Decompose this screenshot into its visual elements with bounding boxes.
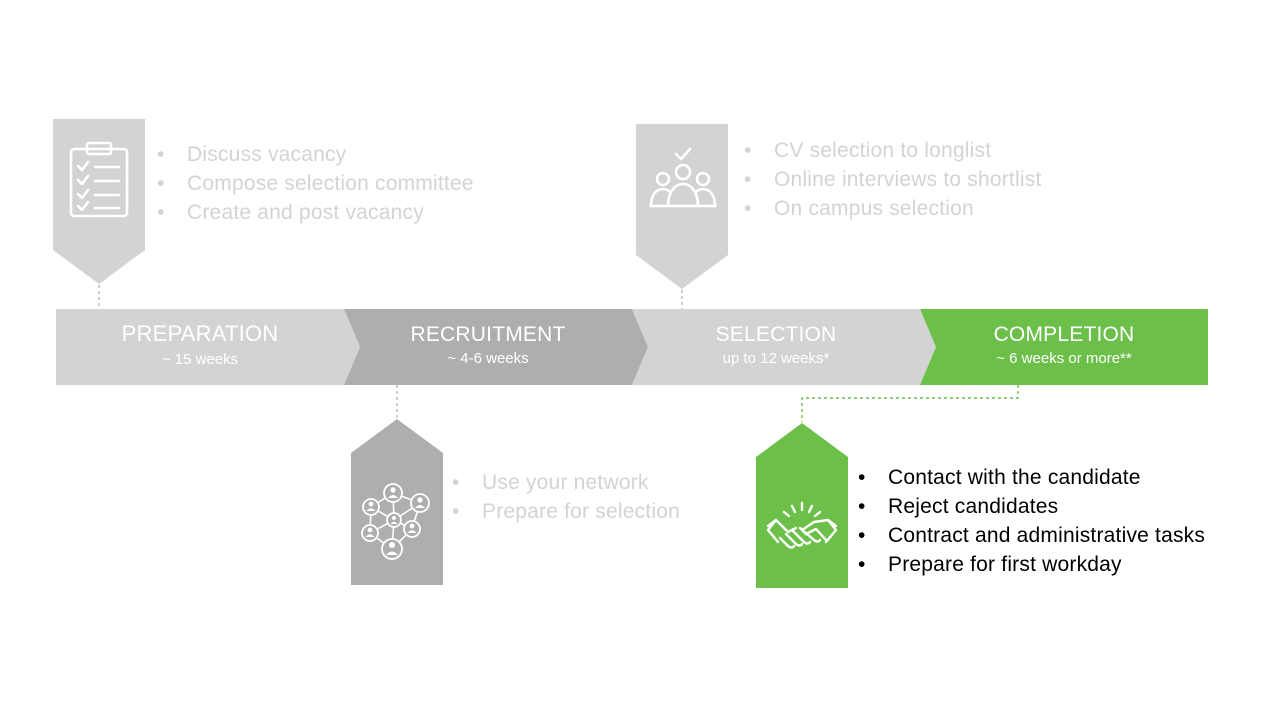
phase-completion: COMPLETION ~ 6 weeks or more** bbox=[920, 309, 1208, 385]
phase-duration: ~ 6 weeks or more** bbox=[996, 350, 1132, 367]
phase-bar-preparation bbox=[56, 309, 360, 385]
handshake-icon bbox=[766, 501, 838, 549]
callout-tag-preparation bbox=[53, 119, 145, 284]
phase-duration: up to 12 weeks* bbox=[722, 350, 830, 367]
phase-name: COMPLETION bbox=[993, 323, 1135, 346]
phase-bar-completion bbox=[920, 309, 1208, 385]
phase-name: PREPARATION bbox=[121, 321, 279, 346]
connector-completion bbox=[801, 385, 1019, 422]
phase-duration: ~ 15 weeks bbox=[161, 351, 239, 368]
phase-name: SELECTION bbox=[715, 323, 837, 346]
clipboard-checklist-icon bbox=[69, 141, 129, 218]
phase-recruitment: RECRUITMENT ~ 4-6 weeks bbox=[344, 309, 632, 385]
phase-bar-selection bbox=[632, 309, 936, 385]
people-network-icon bbox=[361, 483, 430, 560]
phase-name: RECRUITMENT bbox=[410, 323, 566, 346]
team-selection-icon bbox=[649, 147, 717, 208]
phase-duration: ~ 4-6 weeks bbox=[447, 350, 529, 367]
phase-preparation: PREPARATION ~ 15 weeks bbox=[56, 309, 344, 385]
phase-bar-recruitment bbox=[344, 309, 648, 385]
phase-selection: SELECTION up to 12 weeks* bbox=[632, 309, 920, 385]
